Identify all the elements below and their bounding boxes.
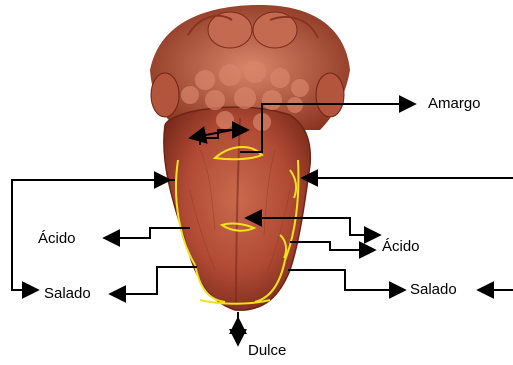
- label-sour-right: Ácido: [382, 239, 420, 254]
- label-salty-left: Salado: [44, 286, 91, 301]
- salty-right-arrow: [288, 270, 405, 290]
- label-bitter: Amargo: [428, 96, 481, 111]
- label-sweet: Dulce: [248, 343, 286, 358]
- label-salty-right: Salado: [410, 282, 457, 297]
- sour-right-arrow: [290, 242, 375, 250]
- salty-left-arrow: [110, 267, 197, 294]
- label-sour-left: Ácido: [38, 231, 76, 246]
- sour-left-arrow: [104, 228, 190, 238]
